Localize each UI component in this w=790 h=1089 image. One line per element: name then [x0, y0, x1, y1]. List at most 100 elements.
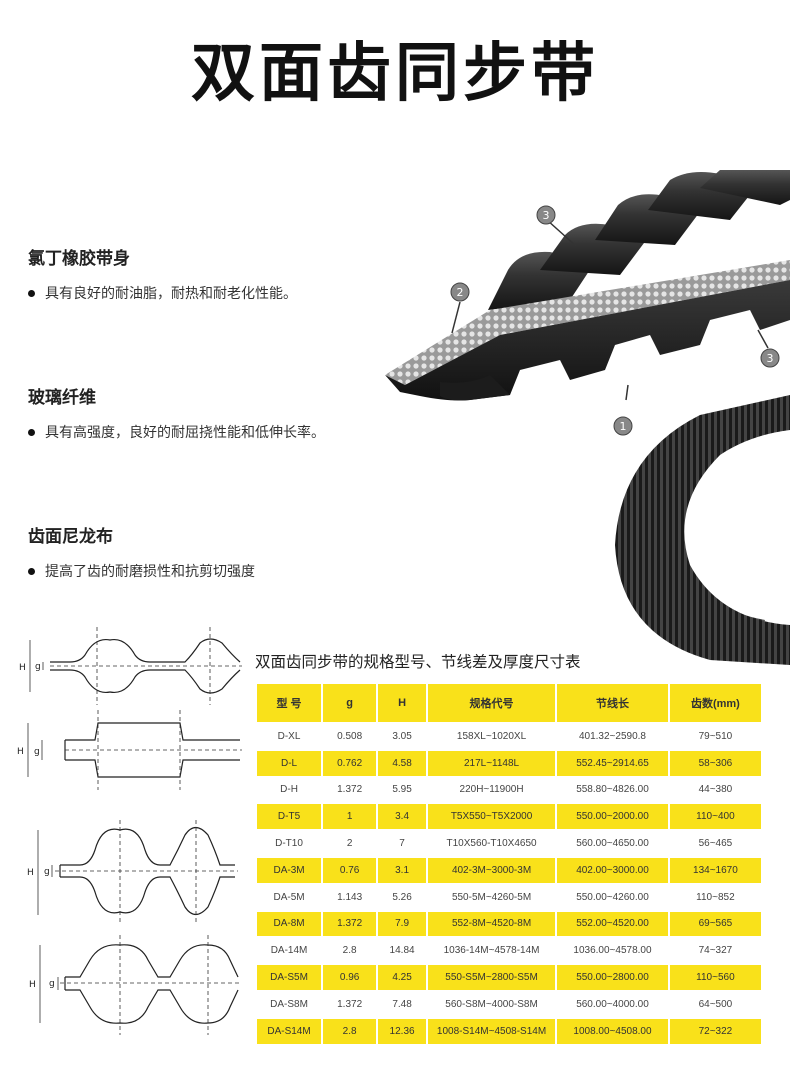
cell-g: 0.96 [321, 965, 377, 990]
cell-h: 3.05 [376, 724, 426, 749]
cell-code: T10X560-T10X4650 [425, 831, 555, 856]
cell-h: 5.26 [376, 884, 426, 910]
profile-g-label: g [44, 867, 50, 877]
cell-code: 1008-S14M~4508-S14M [425, 1018, 556, 1044]
cell-code: 560-S8M~4000-S8M [425, 991, 555, 1017]
cell-teeth: 110~852 [667, 884, 761, 910]
cell-pitch-length: 552.45~2914.65 [555, 750, 668, 776]
feature-heading: 齿面尼龙布 [28, 527, 113, 547]
callout-1: 1 [620, 420, 627, 433]
feature-neoprene: 氯丁橡胶带身 具有良好的耐油脂，耐热和耐老化性能。 [28, 244, 297, 303]
callout-3a: 3 [543, 209, 550, 222]
cell-teeth: 134~1670 [667, 857, 761, 883]
cell-code: 550-S5M~2800-S5M [425, 965, 556, 990]
cell-model: DA-S5M [257, 965, 322, 990]
cell-code: 158XL~1020XL [425, 724, 555, 749]
cell-g: 2 [321, 831, 376, 856]
cell-code: 217L~1148L [425, 750, 556, 776]
cell-teeth: 79~510 [667, 724, 761, 749]
cell-model: DA-8M [257, 911, 322, 937]
cell-model: DA-S8M [270, 998, 308, 1010]
cell-code: 1036-14M~4578-14M [425, 938, 555, 964]
cell-pitch-length: 1008.00~4508.00 [555, 1018, 668, 1044]
cell-pitch-length: 401.32~2590.8 [555, 724, 668, 749]
cell-teeth: 58~306 [667, 750, 761, 776]
cell-model: DA-3M [257, 857, 322, 883]
cell-teeth: 56~465 [667, 831, 761, 856]
cell-teeth: 110~400 [667, 804, 761, 830]
cell-h: 14.84 [376, 938, 426, 964]
cell-teeth: 69~565 [667, 911, 761, 937]
cell-h: 7.9 [376, 911, 426, 937]
cell-pitch-length: 560.00~4650.00 [555, 831, 668, 856]
bullet-icon [28, 289, 35, 297]
cell-teeth: 44~380 [667, 777, 761, 803]
cell-pitch-length: 550.00~2800.00 [555, 965, 668, 990]
cell-g: 0.762 [321, 750, 377, 776]
cell-pitch-length: 402.00~3000.00 [555, 857, 668, 883]
col-header-g: g [321, 684, 377, 722]
cell-code: 550-5M~4260-5M [425, 884, 555, 910]
coiled-belt-photo [615, 395, 790, 665]
cell-pitch-length: 550.00~2000.00 [555, 804, 668, 830]
cell-pitch-length: 1036.00~4578.00 [555, 938, 668, 964]
profile-g-label: g [34, 747, 40, 757]
cell-h: 3.1 [376, 857, 426, 883]
cell-teeth: 72~322 [667, 1018, 761, 1044]
cell-g: 2.8 [321, 1018, 377, 1044]
cell-g: 1.143 [321, 884, 376, 910]
table-title: 双面齿同步带的规格型号、节线差及厚度尺寸表 [255, 653, 581, 671]
cell-g: 2.8 [321, 938, 376, 964]
profile-g-label: g [35, 662, 41, 672]
cell-code: 402-3M~3000-3M [425, 857, 556, 883]
cell-g: 0.76 [321, 857, 377, 883]
cell-h: 5.95 [376, 777, 426, 803]
profile-h-label: H [17, 747, 24, 757]
tooth-profile-diagrams: H g H g H g H g [17, 627, 242, 1035]
cell-teeth: 110~560 [667, 965, 761, 990]
callout-2: 2 [457, 286, 464, 299]
callout-3b: 3 [767, 352, 774, 365]
col-header-pitch-length: 节线长 [555, 684, 668, 722]
col-header-model: 型 号 [257, 684, 322, 722]
feature-desc: 提高了齿的耐磨损性和抗剪切强度 [45, 564, 255, 580]
cell-model: DA-S14M [257, 1018, 322, 1044]
cell-pitch-length: 558.80~4826.00 [555, 777, 668, 803]
feature-heading: 玻璃纤维 [28, 388, 96, 408]
cell-model: D-L [257, 750, 322, 776]
col-header-h: H [376, 684, 426, 722]
bullet-icon [28, 428, 35, 436]
cell-model: DA-14M [270, 945, 308, 957]
cell-model: DA-5M [273, 891, 305, 903]
table-header-row: 型 号 g H 规格代号 节线长 齿数(mm) [257, 684, 761, 722]
profile-h-label: H [19, 663, 26, 673]
feature-nylon-fabric: 齿面尼龙布 提高了齿的耐磨损性和抗剪切强度 [28, 522, 255, 581]
cell-g: 1.372 [321, 911, 377, 937]
bullet-icon [28, 567, 35, 575]
feature-desc: 具有高强度，良好的耐屈挠性能和低伸长率。 [45, 425, 325, 441]
col-header-code: 规格代号 [425, 684, 556, 722]
profile-h-label: H [29, 980, 36, 990]
cell-h: 12.36 [376, 1018, 426, 1044]
profile-g-label: g [49, 979, 55, 989]
page-title: 双面齿同步带 [191, 37, 599, 111]
feature-heading: 氯丁橡胶带身 [28, 249, 130, 269]
cell-h: 7 [376, 831, 426, 856]
cell-model: D-T5 [257, 804, 322, 830]
col-header-teeth: 齿数(mm) [667, 684, 761, 722]
cell-h: 7.48 [376, 991, 426, 1017]
cell-model: D-XL [277, 730, 301, 742]
cell-code: T5X550~T5X2000 [425, 804, 556, 830]
